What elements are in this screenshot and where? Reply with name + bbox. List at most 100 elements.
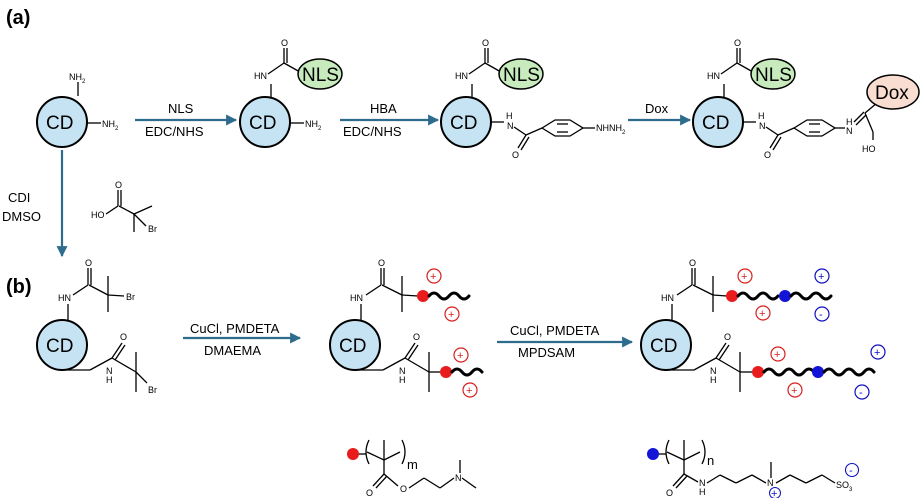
nls-peptide-bubble	[498, 58, 544, 90]
hn-label: HN	[455, 71, 468, 81]
hn-label: HN	[661, 293, 674, 303]
pdmaema-chain	[450, 367, 484, 377]
ester-o: O	[400, 484, 407, 494]
carbonyl-o: O	[281, 38, 288, 48]
nls-label: NLS	[302, 65, 339, 86]
reagent-mpdsam: MPDSAM	[518, 345, 575, 360]
structure-cd-nls: CD HN O NLS NH2	[239, 38, 343, 148]
pdmaema-chain	[427, 291, 471, 301]
cd-label: CD	[46, 336, 73, 357]
zwitterion-plus	[814, 268, 830, 284]
structure-cd-diamine: NH2 CD NH2	[36, 72, 119, 148]
dmaema-bead	[752, 366, 764, 378]
cationic-charge	[426, 268, 442, 284]
cationic-charge	[444, 306, 460, 322]
reagent-hba: HBA	[370, 101, 397, 116]
hn-label: HN	[58, 293, 71, 303]
bromine-label: Br	[126, 292, 135, 302]
plus-sign: +	[457, 350, 463, 362]
structure-cd-pdmaema: CD HN O + + N H O + +	[329, 258, 484, 398]
cationic-charge	[462, 382, 478, 398]
carbonyl-o: O	[764, 150, 771, 160]
n-label: N	[399, 366, 406, 376]
n-label: N	[455, 473, 462, 483]
carbonyl-o: O	[120, 332, 127, 342]
h-label: H	[399, 375, 406, 385]
plus-sign: +	[759, 308, 765, 320]
plus-sign: +	[774, 349, 780, 361]
bromine-label: Br	[148, 385, 157, 395]
n-label: N	[759, 121, 766, 131]
n-label: N	[507, 121, 514, 131]
reagent-dmaema: DMAEMA	[204, 343, 261, 358]
zwitterion-plus	[870, 344, 886, 360]
pmpdsam-chain	[822, 367, 876, 377]
carbonyl-o: O	[413, 332, 420, 342]
plus-sign: +	[466, 385, 472, 397]
h-label: H	[106, 375, 113, 385]
ammonium-charge	[769, 487, 781, 498]
carbonyl-o: O	[482, 38, 489, 48]
cd-label: CD	[702, 113, 729, 134]
h-label: H	[506, 111, 513, 121]
cationic-charge	[737, 268, 753, 284]
reagent-edc-nhs-1: EDC/NHS	[145, 124, 204, 139]
reagent-nls: NLS	[168, 101, 194, 116]
amine-top-label: NH2	[69, 72, 86, 85]
ammonium-n: N	[767, 478, 774, 488]
plus-sign: +	[741, 271, 747, 283]
monomer-dmaema-structure: m O O N	[347, 439, 477, 498]
acid-ho-label: HO	[91, 210, 105, 220]
reagent-dmso: DMSO	[2, 209, 41, 224]
bromine-label: Br	[148, 224, 157, 234]
reagent-edc-nhs-2: EDC/NHS	[343, 124, 402, 139]
part-label-a: (a)	[6, 7, 30, 29]
cationic-charge	[787, 382, 803, 398]
cationic-charge	[453, 347, 469, 363]
structure-cd-nls-hba: CD HN O NLS H N O NHNH2	[440, 38, 626, 160]
dmaema-repeat-m: m	[407, 457, 418, 472]
mpdsam-bead	[812, 366, 824, 378]
plus-sign: +	[874, 347, 880, 359]
nls-label: NLS	[755, 65, 792, 86]
amine-right-label: NH2	[305, 119, 322, 132]
part-label-b: (b)	[6, 276, 32, 298]
arrow-nls-coupling: NLS EDC/NHS	[135, 101, 238, 139]
doxorubicin-bubble	[866, 74, 920, 110]
dmaema-bead	[440, 366, 452, 378]
arrow-hba-coupling: HBA EDC/NHS	[340, 101, 440, 139]
n-label: N	[846, 126, 853, 136]
cationic-charge	[755, 305, 771, 321]
cd-label: CD	[46, 113, 73, 134]
h-label: H	[699, 487, 706, 497]
zwitterion-minus	[854, 384, 870, 400]
arrow-dmaema-polymerization: CuCl, PMDETA DMAEMA	[183, 321, 302, 358]
structure-cd-initiator: CD HN O Br N H O Br	[36, 258, 157, 395]
monomer-mpdsam-structure: n O N H N + SO3 -	[647, 439, 860, 498]
arrow-cdi-activation: CDI DMSO HO O Br	[2, 150, 157, 258]
carbonyl-o: O	[724, 332, 731, 342]
carbon-dot-core	[36, 96, 88, 148]
mpdsam-bead	[647, 448, 659, 460]
cationic-charge	[770, 346, 786, 362]
plus-sign: +	[430, 271, 436, 283]
amine-right-label: NH2	[102, 119, 119, 132]
carbonyl-o: O	[512, 150, 519, 160]
dmaema-bead	[726, 290, 738, 302]
plus-sign: +	[448, 309, 454, 321]
plus-sign: +	[771, 488, 777, 498]
reagent-cucl-pmdeta-1: CuCl, PMDETA	[190, 321, 280, 336]
cd-label: CD	[650, 336, 677, 357]
h-label: H	[758, 111, 765, 121]
h-label: H	[846, 117, 853, 127]
arrow-dox-conjugation: Dox	[628, 101, 692, 126]
hydroxyl-label: HO	[862, 144, 876, 154]
dox-label: Dox	[875, 83, 909, 104]
reagent-cdi: CDI	[8, 190, 30, 205]
dmaema-bead	[347, 448, 359, 460]
zwitterion-minus	[814, 306, 830, 322]
nls-label: NLS	[503, 65, 540, 86]
reagent-dox: Dox	[645, 101, 669, 116]
n-label: N	[710, 366, 717, 376]
